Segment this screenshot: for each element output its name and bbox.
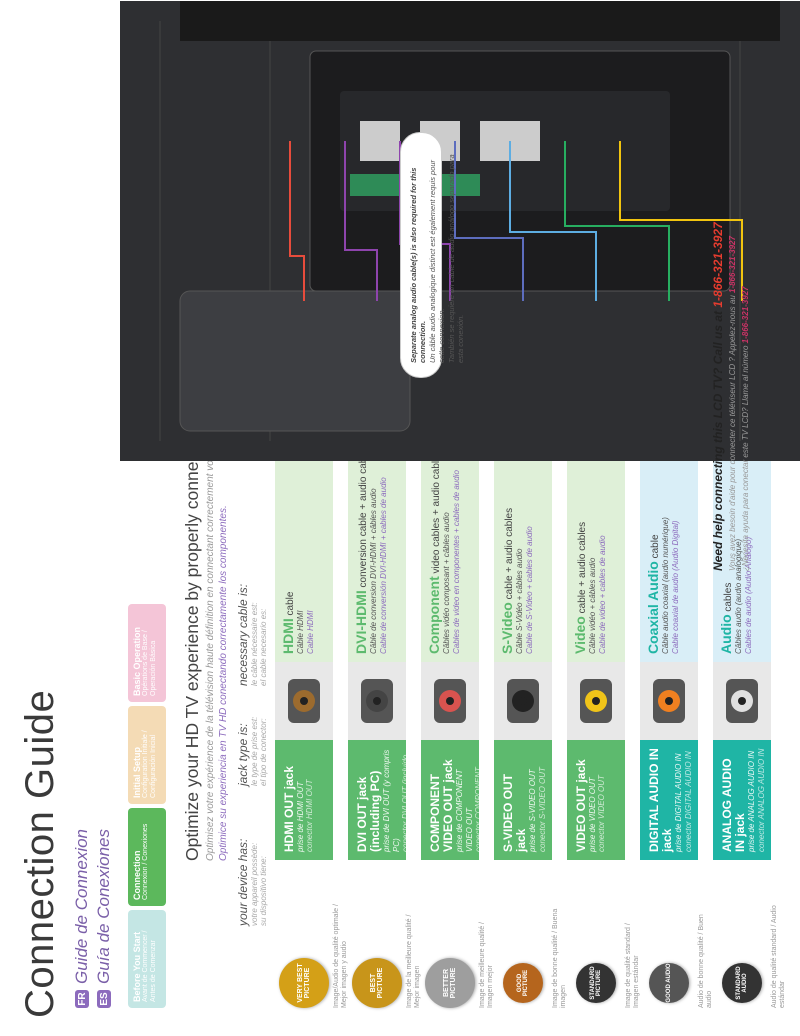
connection-line bbox=[564, 141, 670, 301]
analog-audio-note: Separate analog audio cable(s) is also r… bbox=[400, 132, 465, 378]
tv-back-panel bbox=[120, 1, 800, 461]
port-icon bbox=[494, 662, 552, 740]
help-line: Need help connecting this LCD TV? Call u… bbox=[711, 222, 725, 571]
help-phone[interactable]: 1-866-321-3927 bbox=[711, 222, 725, 308]
port-icon bbox=[567, 662, 625, 740]
port-icon bbox=[275, 662, 333, 740]
connection-line bbox=[344, 141, 378, 301]
port-icon bbox=[713, 662, 771, 740]
connection-line bbox=[619, 141, 743, 301]
connection-line bbox=[509, 141, 597, 301]
help-line-fr: Vous avez besoin d'aide pour connecter c… bbox=[728, 236, 737, 571]
help-line-es: ¿Necesita ayuda para conectar este TV LC… bbox=[741, 286, 750, 571]
tv-illustration bbox=[120, 1, 800, 461]
connection-line bbox=[454, 141, 524, 301]
port-icon bbox=[421, 662, 479, 740]
port-icon bbox=[640, 662, 698, 740]
port-icon bbox=[348, 662, 406, 740]
connection-line bbox=[289, 141, 305, 301]
